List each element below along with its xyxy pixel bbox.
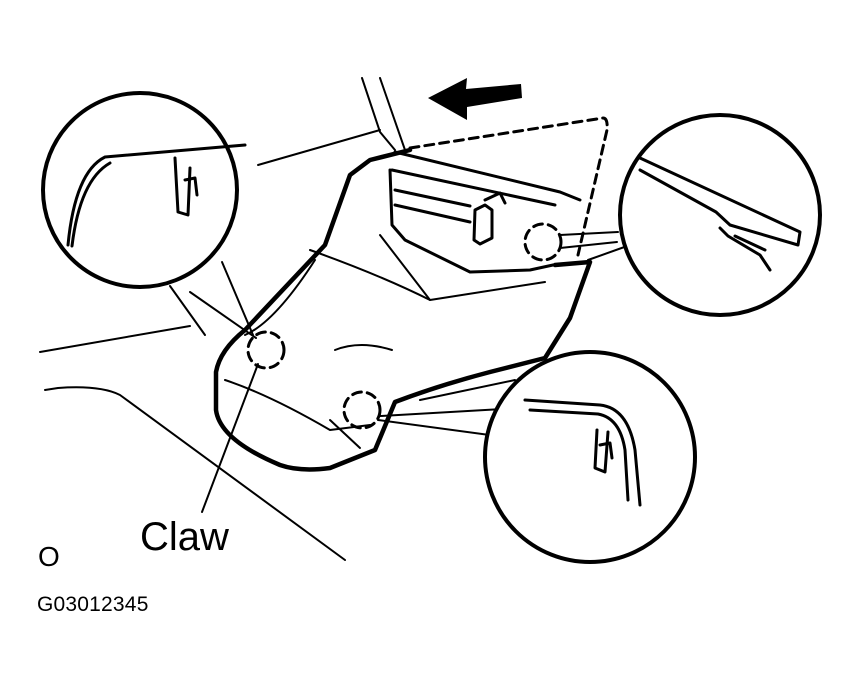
- corner-mark: O: [38, 541, 60, 572]
- background-structure: [39, 77, 631, 561]
- claw-location-left: [246, 330, 286, 370]
- claw-location-right: [523, 222, 563, 262]
- console-cover-part: [213, 147, 593, 472]
- claw-location-bottom: [342, 390, 382, 430]
- removed-panel-outline: [408, 116, 609, 257]
- leader-lines: [189, 231, 619, 513]
- magnified-detail-right: [618, 113, 822, 317]
- magnified-detail-bottom: [483, 350, 697, 564]
- claw-label: Claw: [140, 515, 229, 559]
- figure-code: G03012345: [37, 593, 149, 616]
- arrow-left-icon: [428, 78, 522, 120]
- magnified-detail-left: [41, 91, 247, 289]
